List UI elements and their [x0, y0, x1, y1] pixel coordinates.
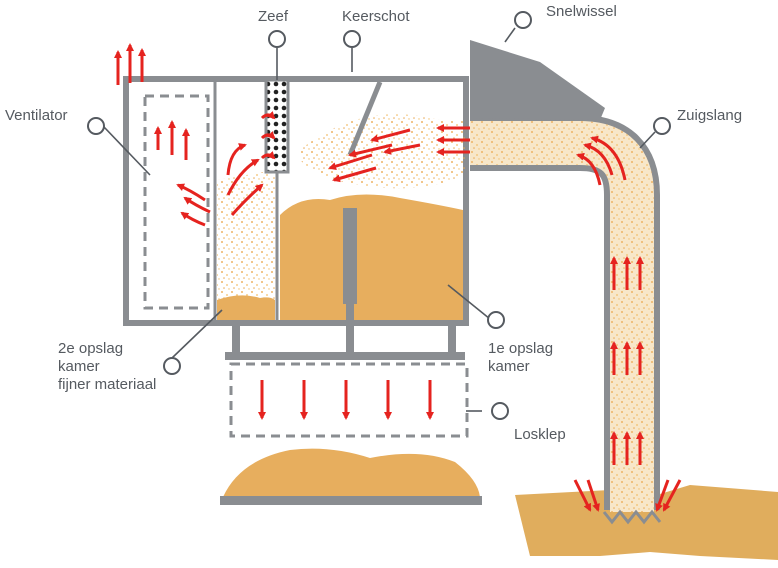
base-plate: [225, 352, 465, 360]
ground-material: [515, 485, 778, 560]
discharged-pile: [223, 448, 480, 497]
label-ventilator: Ventilator: [5, 107, 68, 124]
label-snelwissel: Snelwissel: [546, 3, 617, 20]
ventilator-housing: [143, 94, 210, 310]
label-keerschot: Keerschot: [342, 8, 410, 25]
snelwissel-coupling: [470, 40, 605, 120]
support-right: [448, 324, 456, 354]
callout-lines: [103, 27, 656, 412]
label-zuigslang: Zuigslang: [677, 107, 743, 124]
callout-markers: [87, 11, 671, 420]
support-left: [232, 324, 240, 354]
keerschot-baffle: [347, 81, 383, 156]
center-post: [343, 208, 357, 304]
label-losklep: Losklep: [514, 426, 566, 443]
first-chamber-material: [280, 194, 463, 320]
support-mid: [346, 304, 354, 354]
airflow-arrows: [114, 43, 682, 512]
label-2e-opslag-kamer: 2e opslag kamer fijner materiaal: [58, 340, 157, 393]
dust-cloud: [300, 114, 466, 189]
pile-base: [220, 496, 482, 505]
second-chamber-material: [217, 295, 275, 320]
losklep-valve: [229, 362, 469, 438]
zeef-sieve: [264, 78, 290, 174]
label-zeef: Zeef: [258, 8, 289, 25]
label-1e-opslag-kamer: 1e opslag kamer: [488, 340, 554, 375]
hose-mouth: [602, 509, 662, 525]
dust-fall: [217, 170, 275, 315]
